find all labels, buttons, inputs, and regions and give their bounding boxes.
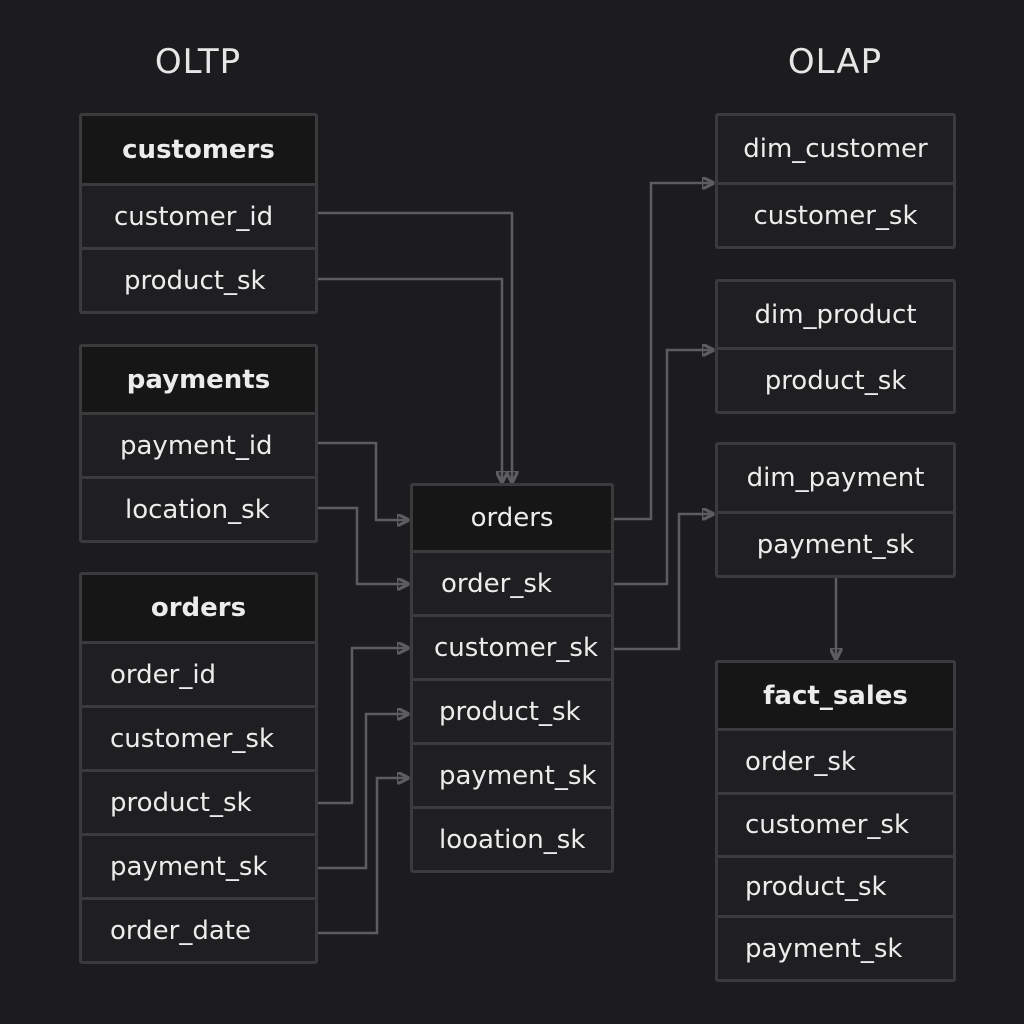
connector-order-date-to-payment-sk	[318, 778, 408, 935]
field-product-sk: product_sk	[718, 855, 953, 915]
field-product-sk: product_sk	[82, 769, 315, 833]
connector-location-sk-to-order-sk	[318, 506, 408, 584]
connector-product-sk-to-orders	[318, 277, 502, 482]
table-payments: payments payment_id location_sk	[79, 344, 318, 543]
table-header: payments	[82, 347, 315, 412]
connector-orders-to-dim-customer	[614, 183, 713, 521]
table-header: fact_sales	[718, 663, 953, 728]
table-customers: customers customer_id product_sk	[79, 113, 318, 314]
table-header: customers	[82, 116, 315, 183]
connector-order-sk-to-dim-product	[614, 350, 713, 586]
field-payment-sk: payment_sk	[718, 915, 953, 979]
connector-payment-id-to-orders	[318, 441, 408, 520]
field-customer-id: customer_id	[82, 183, 315, 247]
oltp-section-title: OLTP	[154, 42, 242, 82]
connector-customer-sk-to-dim-payment	[614, 514, 713, 651]
connector-customer-id-to-orders	[318, 211, 512, 482]
field-product-sk: product_sk	[413, 678, 611, 742]
table-fact-sales: fact_sales order_sk customer_sk product_…	[715, 660, 956, 982]
field-payment-sk: payment_sk	[413, 742, 611, 806]
field-order-id: order_id	[82, 641, 315, 705]
field-location-sk: location_sk	[82, 476, 315, 540]
field-customer-sk: customer_sk	[718, 792, 953, 855]
table-dim-product: dim_product product_sk	[715, 279, 956, 414]
field-order-sk: order_sk	[718, 728, 953, 792]
table-dim-payment: dim_payment payment_sk	[715, 442, 956, 578]
table-dim-customer: dim_customer customer_sk	[715, 113, 956, 249]
field-order-sk: order_sk	[413, 550, 611, 614]
field-customer-sk: customer_sk	[718, 182, 953, 246]
field-order-date: order_date	[82, 897, 315, 961]
connector-payment-sk-to-product-sk	[318, 714, 408, 870]
table-header: orders	[82, 575, 315, 641]
table-oltp-orders: orders order_id customer_sk product_sk p…	[79, 572, 318, 964]
field-payment-sk: payment_sk	[82, 833, 315, 897]
table-center-orders: orders order_sk customer_sk product_sk p…	[410, 483, 614, 873]
field-product-sk: product_sk	[718, 347, 953, 411]
table-header: dim_product	[754, 299, 917, 330]
connector-product-sk-to-customer-sk	[318, 648, 408, 805]
field-customer-sk: customer_sk	[82, 705, 315, 769]
field-looation-sk: looation_sk	[413, 806, 611, 870]
olap-section-title: OLAP	[787, 42, 883, 82]
table-header: dim_payment	[746, 463, 925, 493]
field-customer-sk: customer_sk	[413, 614, 611, 678]
table-header: dim_customer	[743, 134, 928, 164]
field-payment-id: payment_id	[82, 412, 315, 476]
field-product-sk: product_sk	[82, 247, 315, 311]
table-header: orders	[413, 486, 611, 550]
field-payment-sk: payment_sk	[718, 511, 953, 575]
